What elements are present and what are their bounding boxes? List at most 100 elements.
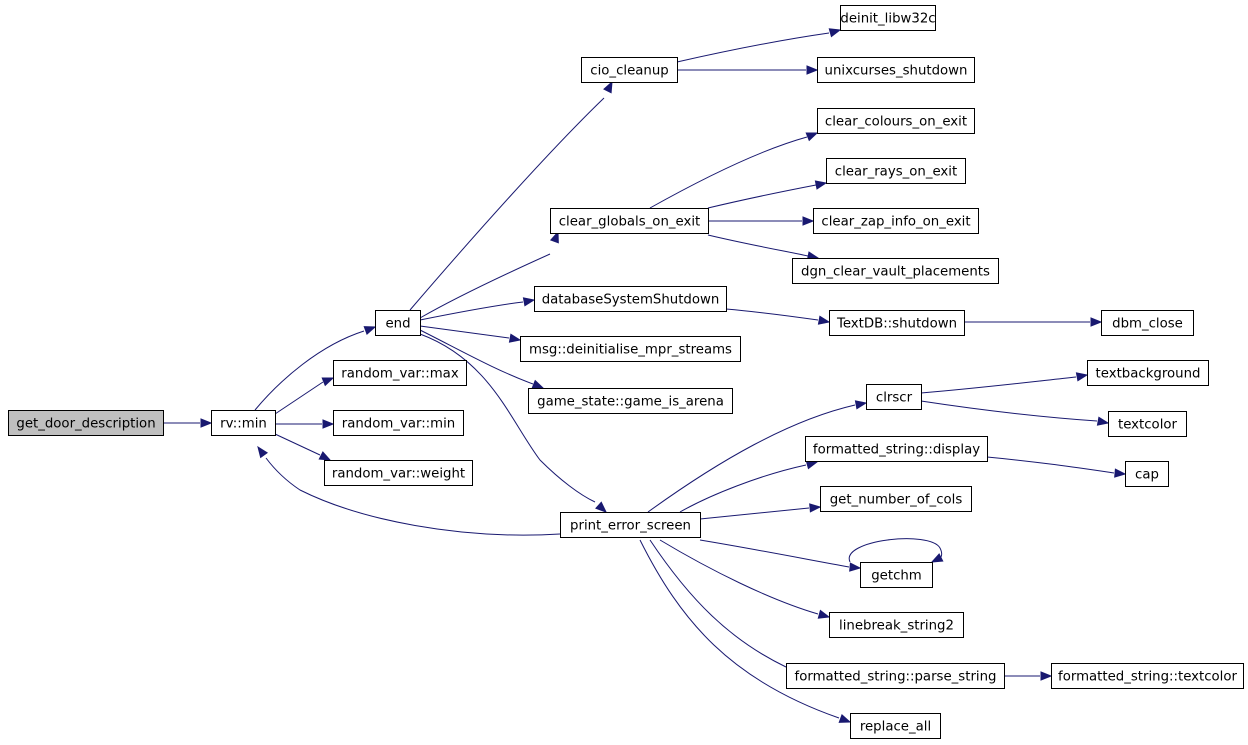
edge-line bbox=[699, 539, 850, 568]
edge-line bbox=[419, 329, 534, 385]
node-label: replace_all bbox=[860, 720, 931, 735]
node-random-var-min[interactable]: random_var::min bbox=[333, 410, 464, 436]
node-label: TextDB::shutdown bbox=[836, 317, 957, 332]
node-box bbox=[826, 158, 966, 184]
edge-print-error-screen-to-replace-all bbox=[639, 539, 852, 723]
edge-line bbox=[254, 330, 365, 411]
edge-line bbox=[639, 539, 840, 719]
node-box bbox=[829, 310, 965, 336]
arrowhead-icon bbox=[200, 418, 213, 428]
arrowhead-icon bbox=[930, 553, 944, 563]
node-cio-cleanup[interactable]: cio_cleanup bbox=[581, 57, 678, 83]
arrowhead-icon bbox=[257, 445, 269, 459]
edge-print-error-screen-to-fs-display bbox=[679, 460, 819, 513]
node-label: cio_cleanup bbox=[590, 64, 668, 79]
node-clear-colours-on-exit[interactable]: clear_colours_on_exit bbox=[817, 108, 975, 134]
node-textbackground[interactable]: textbackground bbox=[1087, 360, 1209, 386]
node-label: game_state::game_is_arena bbox=[537, 395, 724, 410]
node-box bbox=[560, 512, 701, 538]
node-box bbox=[211, 410, 276, 436]
node-deinit-libw32c[interactable]: deinit_libw32c bbox=[840, 5, 936, 31]
edge-line bbox=[419, 333, 596, 503]
node-cap[interactable]: cap bbox=[1125, 461, 1169, 487]
node-label: clear_rays_on_exit bbox=[835, 165, 957, 180]
node-label: dbm_close bbox=[1112, 317, 1183, 332]
node-box bbox=[1087, 360, 1209, 386]
node-label: random_var::weight bbox=[332, 467, 465, 482]
arrowhead-icon bbox=[321, 377, 335, 387]
node-box bbox=[813, 208, 979, 234]
node-textdb-shutdown[interactable]: TextDB::shutdown bbox=[829, 310, 965, 336]
node-get-number-of-cols[interactable]: get_number_of_cols bbox=[820, 486, 972, 512]
node-fs-display[interactable]: formatted_string::display bbox=[805, 436, 988, 462]
node-replace-all[interactable]: replace_all bbox=[850, 713, 941, 739]
edge-line bbox=[659, 539, 819, 615]
edge-clrscr-to-textbackground bbox=[920, 372, 1089, 394]
arrowhead-icon bbox=[806, 65, 819, 75]
edge-print-error-screen-to-rv-min bbox=[257, 445, 561, 536]
node-end[interactable]: end bbox=[375, 310, 421, 336]
node-label: cap bbox=[1135, 468, 1159, 483]
edge-end-to-cio-cleanup bbox=[409, 80, 613, 311]
call-nodes: get_door_description rv::min endrandom_var… bbox=[8, 5, 1244, 739]
node-fs-parse-string[interactable]: formatted_string::parse_string bbox=[786, 663, 1005, 689]
node-linebreak-string2[interactable]: linebreak_string2 bbox=[829, 612, 964, 638]
node-label: random_var::min bbox=[342, 417, 456, 432]
node-label: textbackground bbox=[1096, 367, 1201, 382]
node-box bbox=[1101, 310, 1194, 336]
node-box bbox=[1108, 411, 1187, 437]
edge-fs-display-to-cap bbox=[986, 456, 1127, 478]
node-box bbox=[1051, 663, 1244, 689]
node-rv-min[interactable]: rv::min bbox=[211, 410, 276, 436]
edge-cio-cleanup-to-deinit-libw32c bbox=[676, 28, 842, 63]
node-label: linebreak_string2 bbox=[839, 619, 954, 634]
node-label: unixcurses_shutdown bbox=[825, 64, 968, 79]
node-box bbox=[333, 360, 467, 386]
edge-textdb-shutdown-to-dbm-close bbox=[964, 317, 1103, 327]
edge-line bbox=[647, 404, 856, 513]
arrowhead-icon bbox=[1096, 416, 1110, 426]
node-clear-zap-info-on-exit[interactable]: clear_zap_info_on_exit bbox=[813, 208, 979, 234]
edge-rv-min-to-random-var-max bbox=[274, 377, 335, 415]
node-textcolor[interactable]: textcolor bbox=[1108, 411, 1187, 437]
edge-line bbox=[707, 234, 809, 257]
node-getchm[interactable]: getchm bbox=[860, 562, 933, 588]
arrowhead-icon bbox=[531, 379, 545, 389]
node-msg-deinitialise[interactable]: msg::deinitialise_mpr_streams bbox=[520, 336, 741, 362]
edge-line bbox=[274, 433, 321, 456]
node-clrscr[interactable]: clrscr bbox=[866, 384, 922, 410]
node-dgn-clear-vault-placements[interactable]: dgn_clear_vault_placements bbox=[792, 258, 999, 284]
node-random-var-weight[interactable]: random_var::weight bbox=[324, 460, 473, 486]
node-get-door-description[interactable]: get_door_description bbox=[8, 410, 164, 436]
edge-print-error-screen-to-linebreak-string2 bbox=[659, 539, 831, 619]
arrowhead-icon bbox=[1090, 317, 1103, 327]
edge-line bbox=[649, 539, 787, 668]
edge-clrscr-to-textcolor bbox=[920, 400, 1110, 426]
node-random-var-max[interactable]: random_var::max bbox=[333, 360, 467, 386]
node-clear-rays-on-exit[interactable]: clear_rays_on_exit bbox=[826, 158, 966, 184]
node-game-is-arena[interactable]: game_state::game_is_arena bbox=[528, 388, 733, 414]
node-dbm-close[interactable]: dbm_close bbox=[1101, 310, 1194, 336]
node-label: formatted_string::parse_string bbox=[795, 670, 997, 685]
edge-print-error-screen-to-clrscr bbox=[647, 400, 868, 513]
arrowhead-icon bbox=[363, 326, 377, 336]
edge-line bbox=[274, 381, 324, 415]
node-print-error-screen[interactable]: print_error_screen bbox=[560, 512, 701, 538]
arrowhead-icon bbox=[809, 503, 822, 513]
node-box bbox=[550, 208, 709, 234]
arrowhead-icon bbox=[595, 501, 607, 513]
node-box bbox=[528, 388, 733, 414]
node-label: textcolor bbox=[1118, 418, 1178, 433]
node-clear-globals-on-exit[interactable]: clear_globals_on_exit bbox=[550, 208, 709, 234]
node-box bbox=[850, 713, 941, 739]
node-unixcurses-shutdown[interactable]: unixcurses_shutdown bbox=[817, 57, 975, 83]
edge-clear-globals-on-exit-to-clear-rays-on-exit bbox=[707, 180, 828, 209]
edge-rv-min-to-random-var-weight bbox=[274, 433, 332, 461]
node-databaseSystemShutdown[interactable]: databaseSystemShutdown bbox=[534, 286, 727, 312]
edge-line bbox=[848, 538, 943, 563]
arrowhead-icon bbox=[802, 216, 815, 226]
node-label: rv::min bbox=[220, 417, 267, 432]
edge-line bbox=[649, 136, 808, 209]
arrowhead-icon bbox=[522, 297, 536, 307]
node-fs-textcolor[interactable]: formatted_string::textcolor bbox=[1051, 663, 1244, 689]
